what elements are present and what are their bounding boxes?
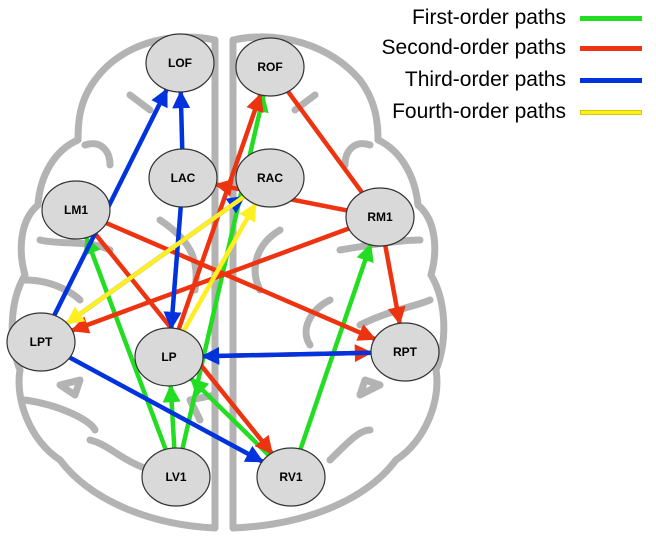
brain-outline [8, 33, 448, 532]
node-label: RV1 [279, 470, 302, 484]
edge-third-order-lpt-to-rv1 [68, 355, 264, 464]
node-label: RAC [257, 171, 283, 185]
edges-layer [52, 88, 406, 464]
node-ellipse [345, 187, 415, 247]
node-lpt: LPT [6, 312, 76, 372]
sulcus [86, 436, 154, 474]
node-label: LPT [30, 335, 53, 349]
legend-label: Second-order paths [381, 36, 566, 59]
node-ellipse [134, 327, 204, 387]
sulcus [56, 376, 84, 399]
edge-third-order-lac-to-lof [172, 90, 191, 150]
node-rac: RAC [235, 148, 305, 208]
node-lof: LOF [145, 33, 215, 93]
node-ellipse [370, 322, 440, 382]
edge-second-order-rm1-to-rpt [383, 245, 406, 326]
edge-second-order-rof-to-rm1 [286, 90, 364, 194]
node-label: LAC [171, 171, 196, 185]
edge-third-order-rpt-to-lp [201, 346, 372, 365]
node-lp: LP [134, 327, 204, 387]
edge-first-order-lv1-to-lm1 [83, 235, 168, 451]
sulcus [251, 226, 284, 294]
edge-first-order-rv1-to-rm1 [298, 243, 374, 450]
legend-swatch-green [580, 15, 642, 21]
sulcus [126, 91, 154, 114]
node-rpt: RPT [370, 322, 440, 382]
legend-label: Third-order paths [404, 68, 566, 91]
sulcus [21, 396, 99, 434]
node-rv1: RV1 [256, 447, 326, 507]
node-rof: ROF [235, 37, 305, 97]
node-label: LV1 [165, 470, 186, 484]
node-rm1: RM1 [345, 187, 415, 247]
edge-first-order-lv1-to-lp [162, 384, 181, 449]
node-ellipse [41, 180, 111, 240]
node-lac: LAC [148, 148, 218, 208]
node-label: RPT [393, 345, 418, 359]
legend-swatch-blue [580, 77, 642, 83]
edge-third-order-lac-to-lp [163, 206, 183, 330]
left-hemisphere-outline [8, 33, 219, 532]
edge-fourth-order-lp-to-rac [181, 202, 258, 332]
node-ellipse [235, 37, 305, 97]
node-ellipse [235, 148, 305, 208]
legend-label: First-order paths [411, 6, 566, 29]
legend-swatch-red [580, 45, 642, 51]
node-ellipse [141, 447, 211, 507]
node-label: ROF [257, 60, 282, 74]
node-ellipse [6, 312, 76, 372]
legend-item-second-order: Second-order paths [382, 33, 642, 63]
node-ellipse [256, 447, 326, 507]
node-lv1: LV1 [141, 447, 211, 507]
sulcus [81, 140, 114, 169]
node-label: RM1 [367, 210, 393, 224]
edge-second-order-lm1-to-rpt [105, 221, 377, 341]
node-ellipse [145, 33, 215, 93]
edge-fourth-order-rac-to-lpt [65, 194, 246, 326]
legend-swatch-yellow [580, 109, 642, 115]
sulcus [341, 140, 374, 169]
edge-third-order-lpt-to-lof [52, 88, 169, 317]
node-label: LP [161, 350, 176, 364]
node-label: LOF [168, 56, 192, 70]
legend-item-fourth-order: Fourth-order paths [392, 97, 642, 127]
right-hemisphere-outline [229, 33, 448, 532]
node-lm1: LM1 [41, 180, 111, 240]
legend-item-first-order: First-order paths [412, 3, 642, 33]
sulcus [326, 426, 374, 464]
legend-item-third-order: Third-order paths [405, 65, 642, 95]
sulcus [302, 296, 334, 349]
legend-label: Fourth-order paths [392, 100, 566, 123]
node-ellipse [148, 148, 218, 208]
node-label: LM1 [64, 203, 88, 217]
sulcus [356, 376, 384, 399]
